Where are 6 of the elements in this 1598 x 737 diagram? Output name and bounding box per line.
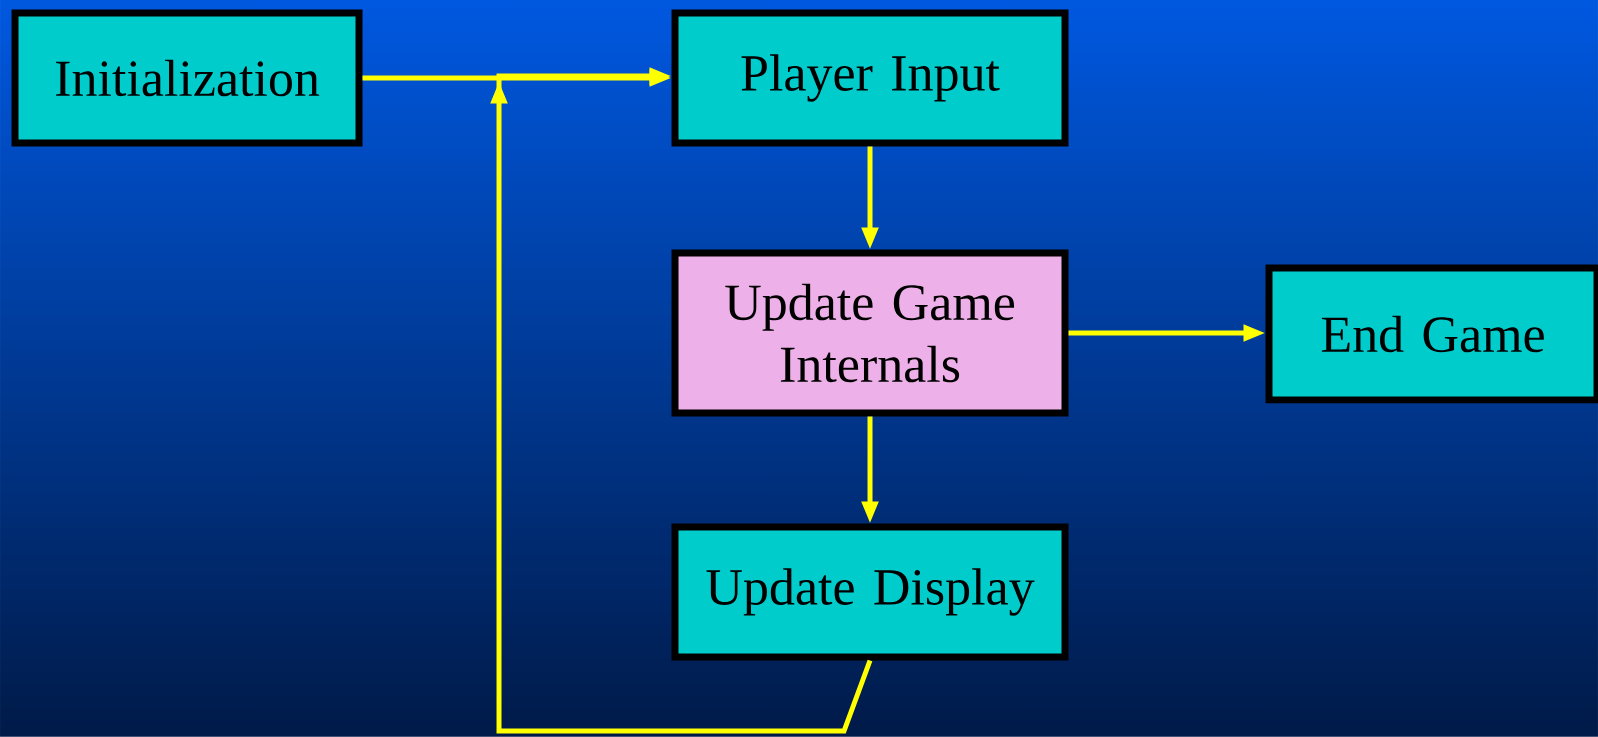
process-box: Update Display <box>671 523 1069 661</box>
process-box: Initialization <box>11 9 363 147</box>
arrow <box>490 67 873 734</box>
process-box: End Game <box>1265 264 1598 404</box>
process-box: Player Input <box>671 9 1069 147</box>
process-box: Update Game Internals <box>671 249 1069 417</box>
